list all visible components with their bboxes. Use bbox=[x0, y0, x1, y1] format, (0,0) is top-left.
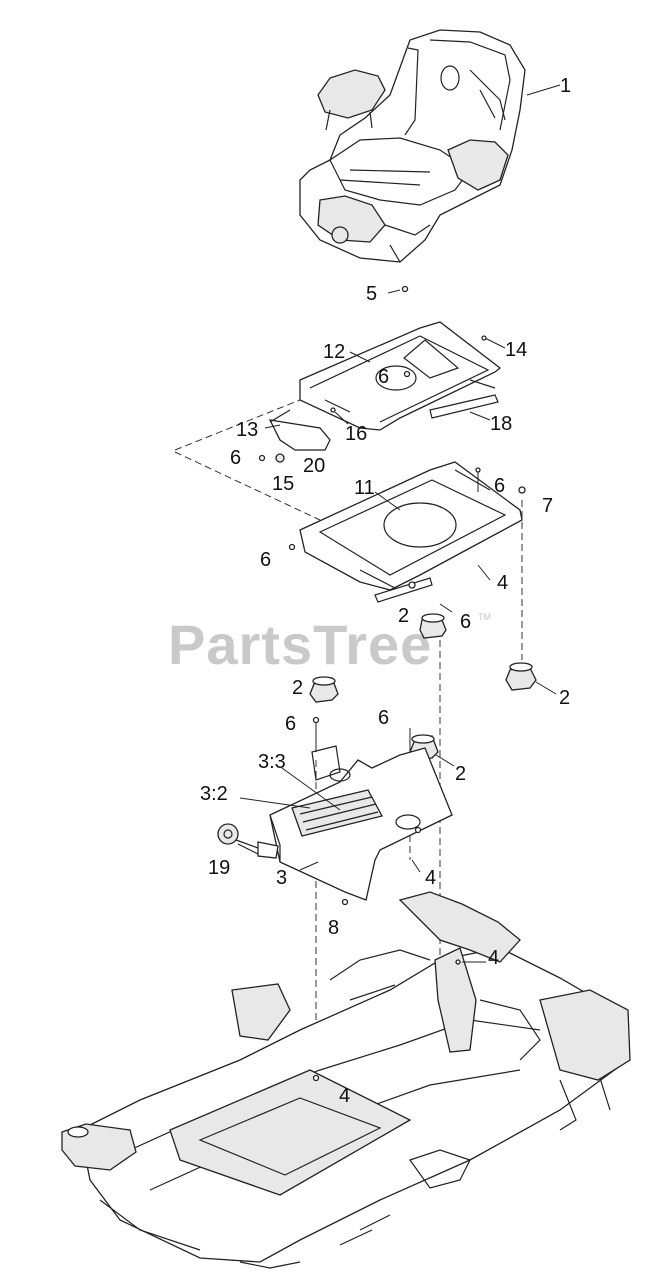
callout-7: 7 bbox=[542, 495, 553, 517]
isolator-mount-right bbox=[505, 662, 537, 691]
callout-6-plate: 6 bbox=[378, 366, 389, 388]
callout-8: 8 bbox=[328, 917, 339, 939]
bolt-5 bbox=[387, 285, 409, 294]
callout-6-frame-left: 6 bbox=[260, 549, 271, 571]
callout-4-chassis-right: 4 bbox=[488, 947, 499, 969]
callout-3-2: 3:2 bbox=[200, 783, 228, 805]
seat-part bbox=[299, 29, 526, 263]
callout-13: 13 bbox=[236, 419, 258, 441]
callout-16: 16 bbox=[345, 423, 367, 445]
callout-6-latch: 6 bbox=[230, 447, 241, 469]
callout-19: 19 bbox=[208, 857, 230, 879]
switch-19 bbox=[217, 823, 279, 859]
callout-4-chassis-lower: 4 bbox=[339, 1085, 350, 1107]
callout-4-frame: 4 bbox=[497, 572, 508, 594]
callout-15: 15 bbox=[272, 473, 294, 495]
isolator-mount-upper bbox=[419, 613, 447, 639]
callout-2-right: 2 bbox=[559, 687, 570, 709]
latch-13-20 bbox=[258, 409, 331, 463]
callout-18: 18 bbox=[490, 413, 512, 435]
callout-4-plate: 4 bbox=[425, 867, 436, 889]
callout-12: 12 bbox=[323, 341, 345, 363]
callout-2-upper: 2 bbox=[398, 605, 409, 627]
callout-3: 3 bbox=[276, 867, 287, 889]
seat-plate-12 bbox=[299, 321, 502, 431]
callout-11: 11 bbox=[354, 477, 375, 499]
callout-2-left: 2 bbox=[292, 677, 303, 699]
callout-6-frame-right: 6 bbox=[494, 475, 505, 497]
callout-6-upper: 6 bbox=[460, 611, 471, 633]
chassis-frame bbox=[61, 891, 631, 1269]
watermark-text: PartsTree bbox=[168, 613, 432, 676]
callout-6-mid-left: 6 bbox=[285, 713, 296, 735]
callout-3-3: 3:3 bbox=[258, 751, 286, 773]
callout-5: 5 bbox=[366, 283, 377, 305]
callout-14: 14 bbox=[505, 339, 527, 361]
callout-20: 20 bbox=[303, 455, 325, 477]
callout-2-lower: 2 bbox=[455, 763, 466, 785]
callout-1: 1 bbox=[560, 75, 571, 97]
watermark-trademark: TM bbox=[478, 612, 491, 622]
isolator-mount-left bbox=[309, 676, 339, 703]
mount-plate-3 bbox=[269, 745, 453, 906]
sub-frame-11 bbox=[288, 461, 523, 603]
callout-6-mid-right: 6 bbox=[378, 707, 389, 729]
